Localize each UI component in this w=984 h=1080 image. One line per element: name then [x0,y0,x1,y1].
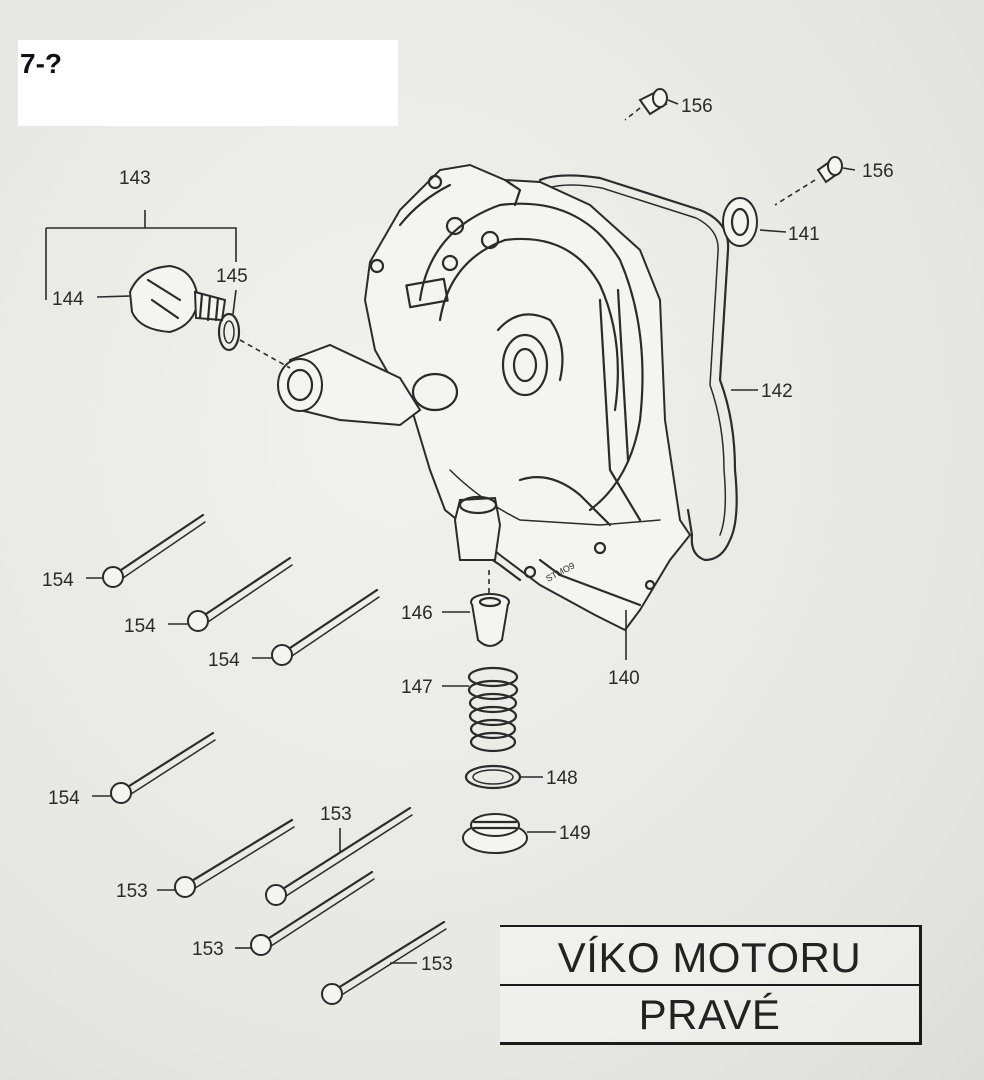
callout-153-2: 153 [320,804,352,825]
callout-154-1: 154 [42,570,74,591]
oil-filler-cap-144 [128,264,227,334]
callout-143: 143 [119,168,151,189]
drain-plug-149 [462,813,528,854]
bolt-153-2 [265,806,413,906]
callout-146: 146 [401,603,433,624]
bolt-153-4 [321,920,447,1005]
title-block: VÍKO MOTORU PRAVÉ [500,925,922,1045]
title-line-1: VÍKO MOTORU [557,934,862,981]
page-number-label: 7-? [20,48,62,79]
bolt-154-4 [110,731,216,804]
title-divider [500,984,919,986]
callout-156-lower: 156 [862,161,894,182]
oil-strainer-146 [470,593,510,647]
callout-153-3: 153 [192,939,224,960]
callout-149: 149 [559,823,591,844]
callout-154-3: 154 [208,650,240,671]
callout-140: 140 [608,668,640,689]
assembly-line-filler [239,339,291,369]
callout-156-upper: 156 [681,96,713,117]
callout-144: 144 [52,289,84,310]
title-line-2: PRAVÉ [638,991,781,1038]
bolt-153-1 [174,818,295,898]
callout-153-4: 153 [421,954,453,975]
o-ring-145 [217,312,241,352]
page-label-box [18,40,398,126]
callout-153-1: 153 [116,881,148,902]
callout-labels: 143 144 145 156 156 141 142 146 147 148 … [42,96,894,975]
bolt-153-3 [250,870,375,956]
leader-lines [45,99,856,964]
o-ring-148 [464,764,522,790]
oil-seal-141 [722,197,758,247]
gasket-142 [538,174,738,562]
callout-147: 147 [401,677,433,698]
callout-141: 141 [788,224,820,245]
dowel-pin-156-upper [624,88,668,121]
callout-154-2: 154 [124,616,156,637]
dowel-pin-156-lower [774,156,843,206]
bolt-154-2 [187,556,293,632]
callout-142: 142 [761,381,793,402]
bolt-154-3 [271,588,380,666]
callout-148: 148 [546,768,578,789]
bolt-154-1 [102,513,206,588]
crankcase-cover-140: STMO9 [277,163,692,632]
callout-145: 145 [216,266,248,287]
spring-147 [467,666,519,753]
callout-154-4: 154 [48,788,80,809]
